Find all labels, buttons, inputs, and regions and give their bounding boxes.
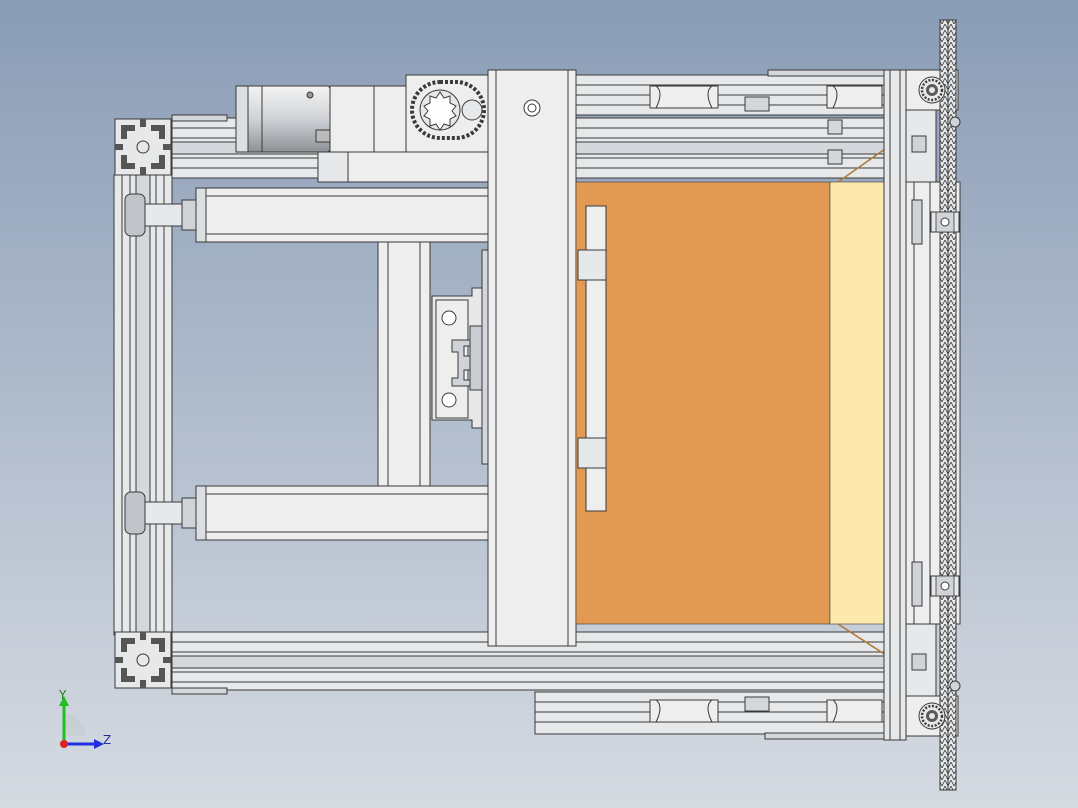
tray[interactable] xyxy=(575,181,907,625)
triad-y-label: Y xyxy=(58,688,67,702)
bottom-rail-clamps xyxy=(649,696,883,723)
bottom-rails xyxy=(171,631,886,740)
chain-drive xyxy=(405,74,491,153)
left-frame xyxy=(113,174,173,636)
corner-profile-bottom xyxy=(114,631,172,689)
servo-motor[interactable] xyxy=(235,85,331,153)
gearbox xyxy=(317,85,489,183)
corner-profile-top xyxy=(114,118,172,176)
center-bracket xyxy=(377,241,491,487)
pneumatic-cylinder-top[interactable] xyxy=(124,187,489,243)
tray-inner-bar xyxy=(577,205,607,512)
right-clamp-top[interactable] xyxy=(930,211,960,233)
pinion-gear-bottom-icon xyxy=(917,701,947,731)
right-small-parts xyxy=(911,116,961,692)
right-clamp-bottom[interactable] xyxy=(930,575,960,597)
triad-z-label: Z xyxy=(103,733,111,747)
pinion-gear-top-icon xyxy=(917,75,947,105)
gear-rack xyxy=(939,19,957,791)
carriage-plate[interactable] xyxy=(487,69,577,647)
top-rail-clamps xyxy=(649,85,883,165)
coordinate-triad-icon: Y Z xyxy=(58,688,111,749)
linear-slider[interactable] xyxy=(431,287,483,429)
